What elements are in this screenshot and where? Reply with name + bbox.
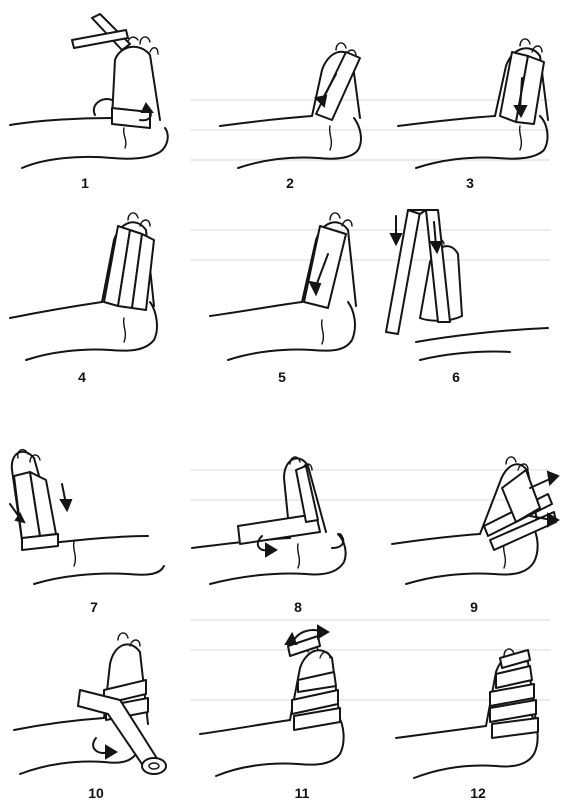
tape-strip	[490, 650, 538, 738]
panel-label: 12	[470, 785, 486, 801]
panel-label: 8	[294, 599, 302, 615]
panel-1: 1	[10, 14, 168, 191]
panel-label: 9	[470, 599, 478, 615]
panel-label: 3	[466, 175, 474, 191]
panel-label: 7	[90, 599, 98, 615]
tape-strip	[72, 14, 150, 128]
panel-11: 11	[200, 626, 344, 801]
wrap-arrow	[93, 738, 116, 758]
tape-strip	[14, 472, 58, 550]
tape-strip	[104, 226, 154, 310]
background-texture	[190, 100, 550, 700]
panel-label: 10	[88, 785, 104, 801]
panel-label: 4	[78, 369, 86, 385]
tape-strip	[316, 52, 360, 120]
panel-label: 2	[286, 175, 294, 191]
panel-5: 5	[210, 213, 356, 385]
panel-label: 5	[278, 369, 286, 385]
panel-12: 12	[396, 649, 538, 801]
panel-3: 3	[398, 39, 548, 191]
panel-9: 9	[392, 457, 558, 615]
panel-2: 2	[220, 43, 361, 191]
tape-strip	[78, 680, 158, 770]
panel-7: 7	[10, 450, 164, 615]
foot-drawing	[220, 43, 361, 168]
tape-strip	[238, 466, 320, 544]
tape-roll	[142, 758, 166, 774]
panel-label: 11	[295, 785, 310, 801]
panel-10: 10	[14, 633, 166, 801]
panel-label: 6	[452, 369, 460, 385]
panel-label: 1	[81, 175, 89, 191]
panel-6: 6	[386, 210, 548, 385]
panel-4: 4	[10, 213, 157, 385]
panel-8: 8	[192, 457, 346, 615]
foot-drawing	[10, 37, 168, 168]
